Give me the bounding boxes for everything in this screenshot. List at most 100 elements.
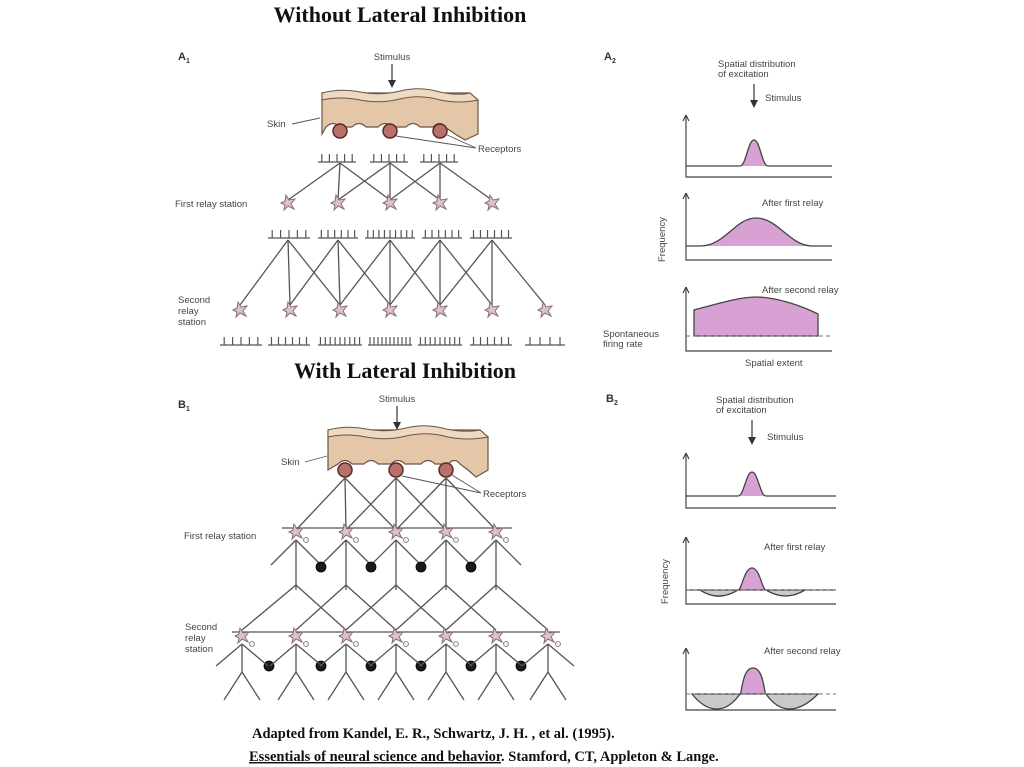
axon [215,643,269,667]
axon [470,539,522,590]
receptors-leader-a1 [395,133,477,149]
spatial-extent-label-a2: Spatial extent [745,358,803,369]
receptor-a1-2 [382,123,398,139]
after-first-relay-label-b2: After first relay [764,542,825,553]
spike-train-second-relay [525,337,565,346]
graph-second-relay-b2 [682,647,836,711]
skin-label-b1: Skin [281,457,299,468]
axon [241,584,297,631]
inhibitory-interneuron [315,561,327,573]
axon [395,584,447,631]
second-relay-neuron [387,626,405,645]
spike-train-first-relay [318,230,358,239]
neural-network-b1 [215,477,575,701]
first-relay-label-a1: First relay station [175,199,247,210]
spike-train-first-relay [365,230,415,239]
receptors-leader-b1 [401,474,482,494]
axon [337,239,341,306]
spike-train-second-relay [470,337,512,346]
frequency-axis-label-a2: Frequency [657,217,668,262]
spike-train-second-relay [318,337,362,346]
synapse [353,537,359,543]
arrowhead-icon [750,100,758,108]
second-relay-neuron [381,300,399,319]
second-relay-neuron [331,300,349,319]
graph-stimulus-b2 [682,452,836,509]
axon [521,643,575,667]
output-axon [477,644,515,701]
spike-train-second-relay [368,337,412,346]
title-without-lateral-inhibition: Without Lateral Inhibition [274,2,527,27]
after-second-relay-label-b2: After second relay [764,646,841,657]
stimulus-label-b2: Stimulus [767,432,804,443]
citation: Adapted from Kandel, E. R., Schwartz, J.… [249,726,719,765]
first-relay-neuron [337,522,355,541]
axon [270,539,322,590]
axon [337,162,391,201]
panel-label-a2: A2 [604,51,616,65]
panel-a2: A2 Spatial distribution of excitation St… [603,51,839,369]
output-axon [223,644,261,701]
graph-second-relay-a2 [682,286,832,352]
after-first-relay-label-a2: After first relay [762,198,823,209]
panel-label-b1: B1 [178,399,190,413]
stimulus-label-a2: Stimulus [765,93,802,104]
axon [344,477,347,531]
second-relay-neuron [536,300,554,319]
synapse [503,537,509,543]
axon [395,477,447,531]
synapse [249,641,255,647]
axon [345,584,397,631]
spatial-distribution-label-a2: Spatial distribution of excitation [718,59,798,80]
receptor-b1-1 [337,462,353,478]
second-relay-neuron [337,626,355,645]
citation-line-2: Essentials of neural science and behavio… [249,749,719,765]
inhibitory-interneuron [415,561,427,573]
spike-train-second-relay [220,337,262,346]
second-relay-neuron [281,300,299,319]
second-relay-neuron [437,626,455,645]
graph-first-relay-b2 [682,536,836,605]
spontaneous-firing-rate-label-a2: Spontaneous firing rate [603,329,662,350]
panel-b1: B1 Stimulus Skin Receptors First relay s… [178,394,575,701]
spike-train-receptor-level [318,154,356,163]
axon [439,162,493,201]
second-relay-label-a1: Second relay station [178,295,213,328]
synapse [303,537,309,543]
axon [339,239,391,306]
panel-b2: B2 Spatial distribution of excitation St… [606,393,841,711]
axon [337,239,391,306]
panel-label-b2: B2 [606,393,618,407]
axon [389,239,441,306]
first-relay-neuron [437,522,455,541]
citation-line-1: Adapted from Kandel, E. R., Schwartz, J.… [252,726,615,742]
receptor-b1-2 [388,462,404,478]
stimulus-label-b1: Stimulus [379,394,416,405]
axon [491,239,546,306]
first-relay-neuron [287,522,305,541]
axon [239,239,289,306]
spatial-distribution-label-b2: Spatial distribution of excitation [716,395,796,416]
arrowhead-icon [748,437,756,445]
skin-leader-b1 [304,455,328,463]
inhibitory-interneuron [465,561,477,573]
stimulus-label-a1: Stimulus [374,52,411,63]
axon [337,162,341,201]
receptor-a1-1 [332,123,348,139]
first-relay-neuron [387,522,405,541]
second-relay-neuron [539,626,557,645]
arrowhead-icon [393,422,401,430]
first-relay-neuron [483,193,501,212]
synapse [503,641,509,647]
first-relay-label-b1: First relay station [184,531,256,542]
axon [287,239,291,306]
synapse [453,537,459,543]
first-relay-neuron [279,193,297,212]
arrowhead-icon [388,80,396,88]
second-relay-neuron [431,300,449,319]
axon [287,162,341,201]
output-axon [427,644,465,701]
second-relay-label-b1: Second relay station [185,622,220,655]
axon [389,162,441,201]
title-with-lateral-inhibition: With Lateral Inhibition [294,358,516,383]
